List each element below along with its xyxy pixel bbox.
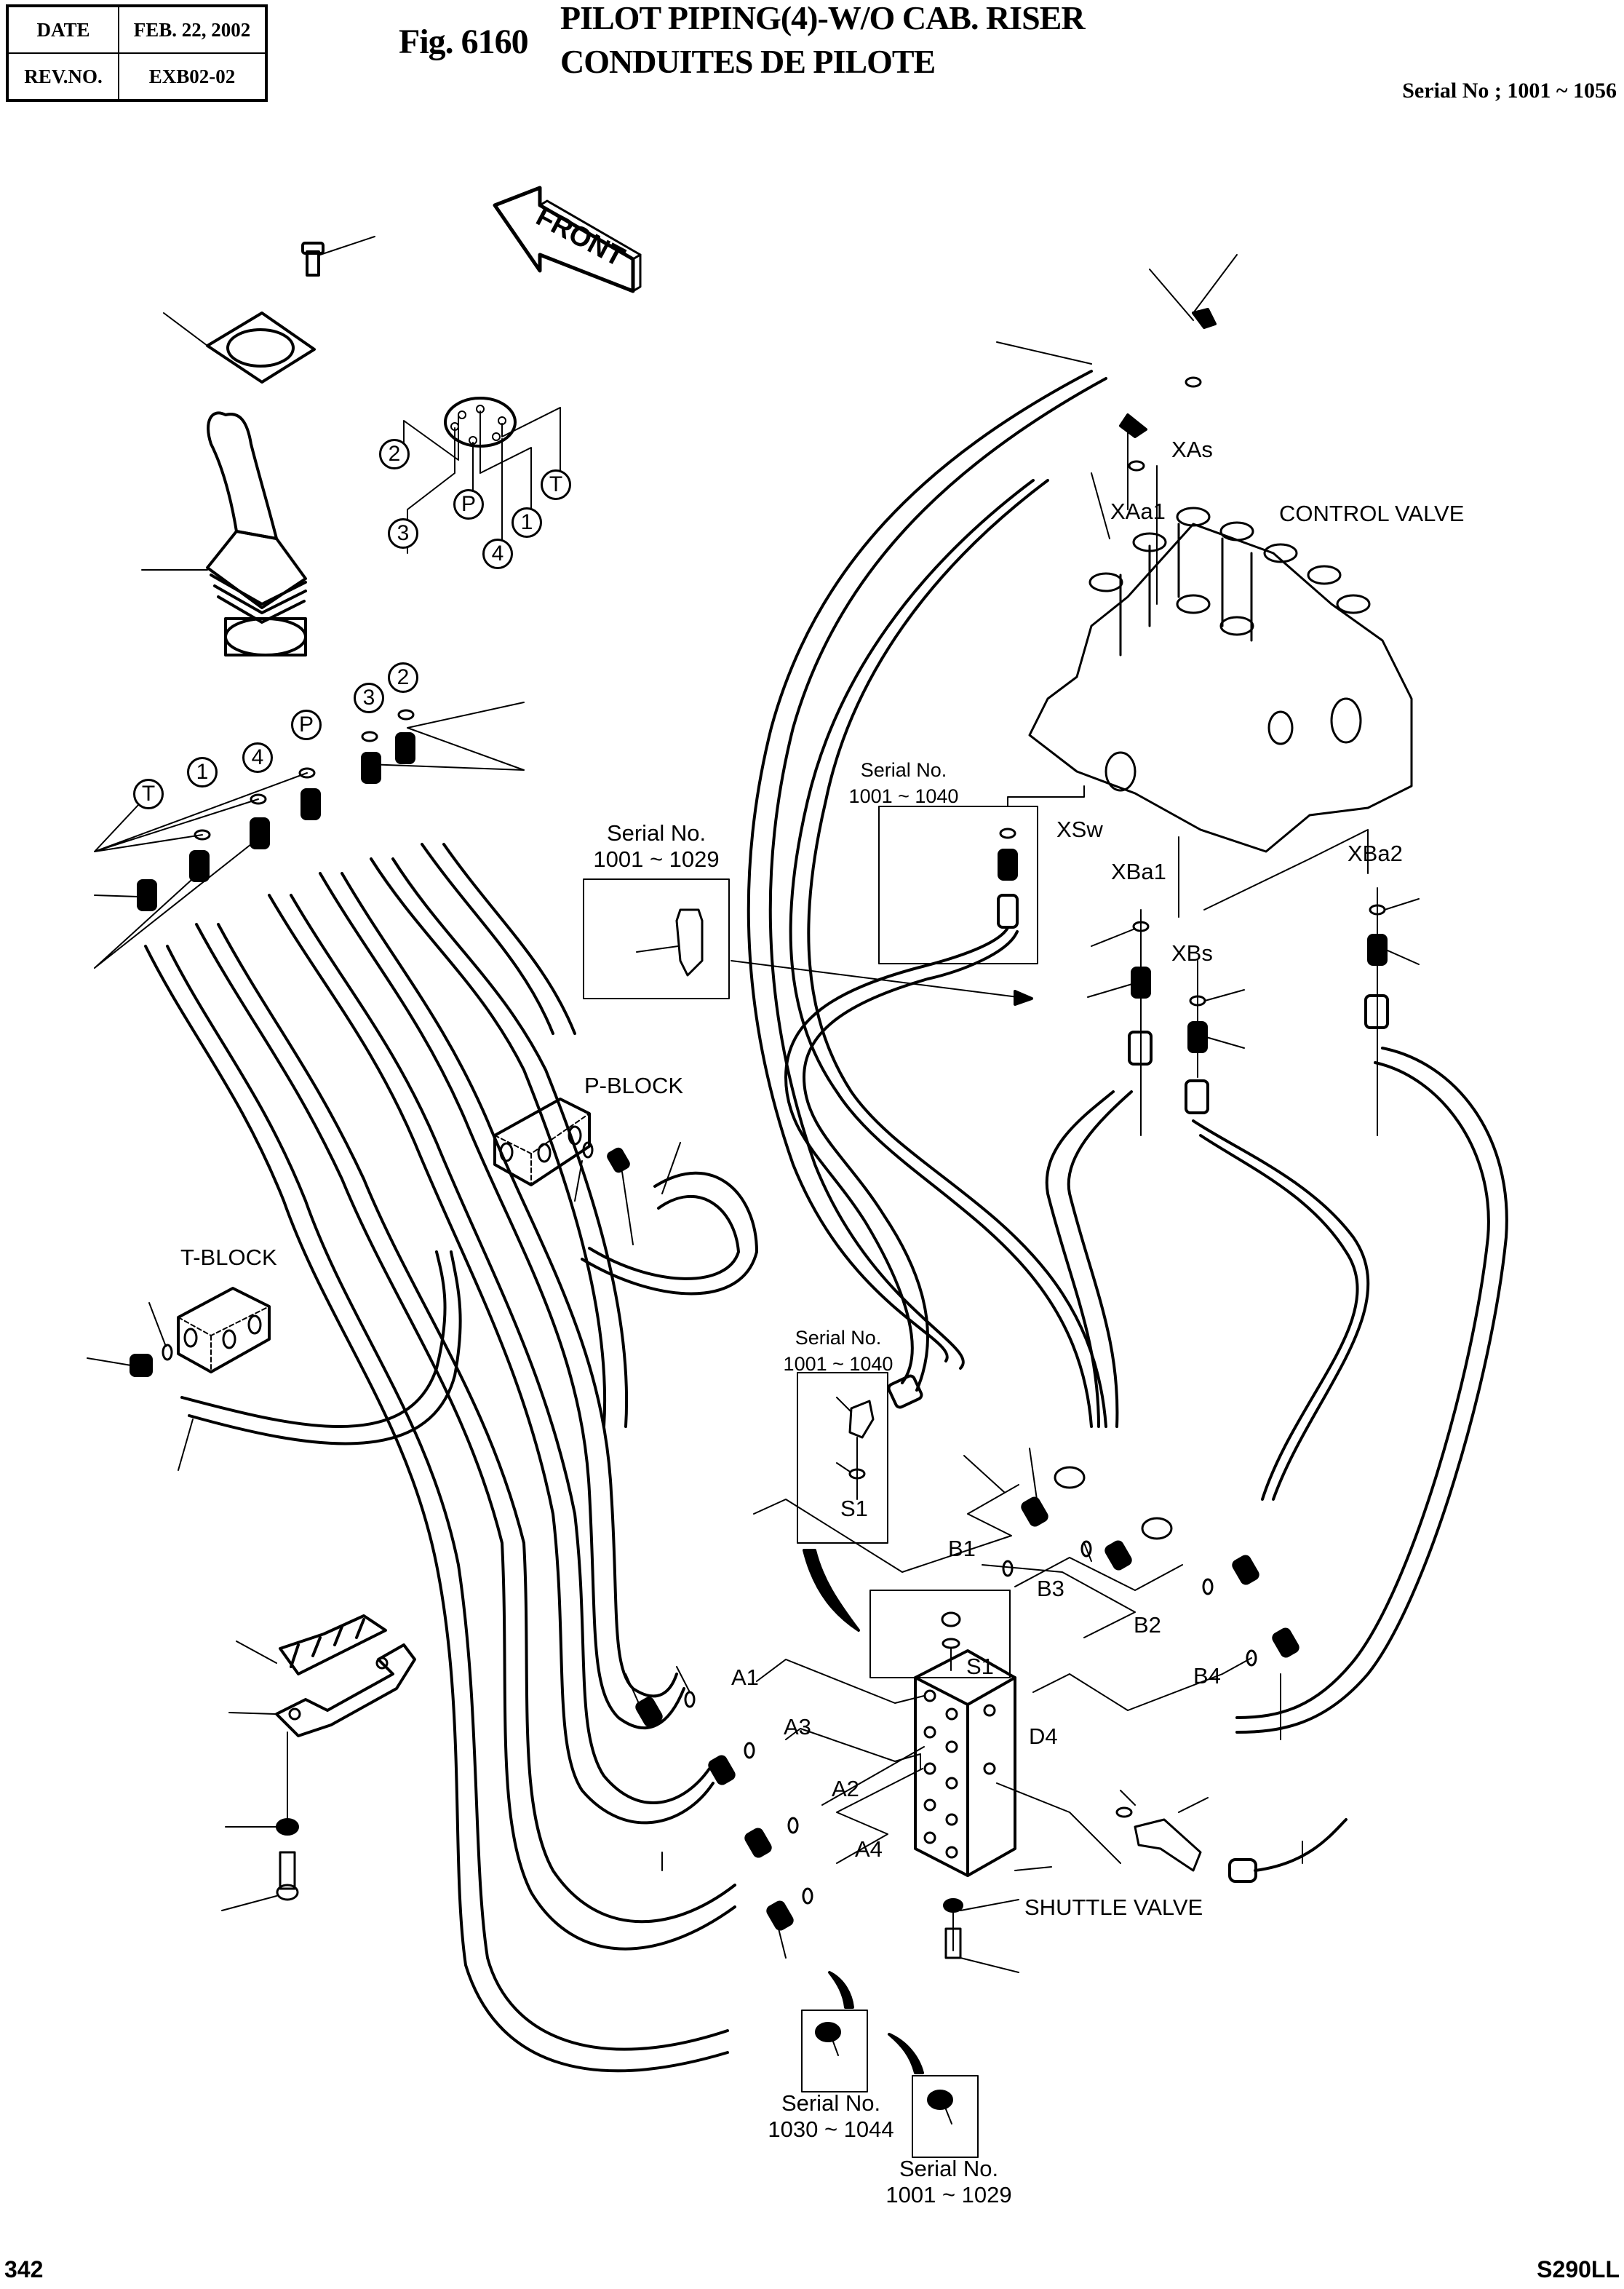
xb-port-fittings	[1087, 887, 1420, 1136]
serial-inset-box-4	[801, 1971, 868, 2092]
port-label-b1: B1	[948, 1536, 976, 1561]
serial-inset-caption-5: Serial No. 1001 ~ 1029	[885, 2156, 1011, 2208]
shuttle-b-fittings	[963, 1448, 1299, 1740]
serial-inset-label: Serial No.	[795, 1327, 882, 1349]
rev-value: EXB02-02	[118, 52, 267, 101]
date-value: FEB. 22, 2002	[118, 5, 267, 54]
front-arrow-icon: FRONT	[493, 186, 642, 293]
port-label-s1: S1	[966, 1654, 994, 1679]
t-block-label: T-BLOCK	[180, 1245, 277, 1270]
joystick-lever-icon	[141, 411, 307, 656]
serial-inset-range: 1001 ~ 1029	[593, 846, 720, 872]
serial-inset-box-5	[888, 2033, 979, 2158]
serial-inset-range: 1030 ~ 1044	[768, 2117, 894, 2142]
port-label-xaa1: XAa1	[1110, 499, 1166, 524]
port-label-a4: A4	[855, 1836, 883, 1862]
page-number: 342	[4, 2256, 44, 2282]
port-label-a1: A1	[731, 1665, 759, 1690]
pilot-fittings-left	[94, 702, 525, 969]
joystick-port-map	[403, 397, 561, 568]
pilot-hose-bundle	[144, 843, 736, 2073]
fitting-callout-2: 2	[388, 662, 418, 693]
serial-inset-label: Serial No.	[899, 2156, 999, 2181]
shuttle-a-fittings	[625, 1666, 813, 1959]
port-label-xba1: XBa1	[1111, 859, 1166, 884]
serial-inset-range: 1001 ~ 1040	[848, 785, 959, 807]
serial-range: Serial No ; 1001 ~ 1056	[1402, 79, 1617, 103]
fitting-callout-3: 3	[354, 683, 384, 713]
p-block-label: P-BLOCK	[584, 1073, 684, 1098]
port-callout-4: 4	[482, 539, 513, 569]
port-callout-p: P	[453, 489, 484, 520]
rev-label: REV.NO.	[7, 52, 119, 101]
serial-inset-caption-1: Serial No. 1001 ~ 1029	[593, 820, 719, 873]
serial-inset-label: Serial No.	[606, 820, 706, 846]
port-callout-3: 3	[388, 518, 418, 549]
port-label-b4: B4	[1193, 1663, 1221, 1689]
fitting-callout-p: P	[291, 710, 322, 740]
control-valve-hoses	[747, 254, 1508, 1734]
shuttle-valve-label: SHUTTLE VALVE	[1024, 1895, 1203, 1920]
serial-inset-range: 1001 ~ 1040	[783, 1353, 893, 1375]
serial-inset-caption-2: Serial No. 1001 ~ 1040	[849, 757, 959, 809]
fitting-callout-1: 1	[187, 757, 218, 788]
port-label-xba2: XBa2	[1348, 841, 1403, 866]
title-english: PILOT PIPING(4)-W/O CAB. RISER	[560, 0, 1086, 36]
serial-inset-label: Serial No.	[781, 2090, 881, 2116]
port-label-xsw: XSw	[1056, 817, 1103, 842]
port-label-xas: XAs	[1171, 437, 1213, 462]
fitting-callout-4: 4	[242, 742, 273, 773]
inset-s1-label: S1	[840, 1496, 868, 1521]
port-label-a2: A2	[832, 1776, 859, 1801]
port-callout-t: T	[541, 469, 571, 500]
serial-inset-label: Serial No.	[860, 759, 947, 781]
revision-table: DATE FEB. 22, 2002 REV.NO. EXB02-02	[6, 4, 268, 102]
port-label-b3: B3	[1037, 1576, 1064, 1601]
hose-clamp-parts	[221, 1614, 416, 1911]
control-valve-icon	[1028, 421, 1413, 918]
joystick-mount-parts	[163, 236, 375, 384]
t-block-icon	[87, 1250, 462, 1471]
fitting-callout-t: T	[133, 779, 164, 809]
date-label: DATE	[7, 5, 119, 54]
port-label-xbs: XBs	[1171, 940, 1213, 966]
serial-inset-caption-4: Serial No. 1030 ~ 1044	[768, 2090, 893, 2143]
serial-inset-box-2	[784, 785, 1085, 1409]
serial-inset-box-3	[797, 1372, 888, 1632]
front-arrow-label: FRONT	[531, 201, 629, 273]
control-valve-label: CONTROL VALVE	[1279, 501, 1465, 526]
port-callout-2: 2	[379, 439, 410, 469]
serial-inset-range: 1001 ~ 1029	[885, 2182, 1012, 2207]
shuttle-port-leaders	[753, 1484, 1252, 1864]
port-label-a3: A3	[784, 1714, 811, 1739]
port-callout-1: 1	[512, 507, 542, 538]
serial-inset-caption-3: Serial No. 1001 ~ 1040	[784, 1325, 893, 1377]
port-label-d4: D4	[1029, 1723, 1058, 1749]
figure-number: Fig. 6160	[399, 23, 529, 61]
d4-fitting	[1115, 1790, 1348, 1883]
p-block-icon	[493, 1098, 758, 1296]
model-name: S290LL	[1537, 2256, 1620, 2282]
title-french: CONDUITES DE PILOTE	[560, 43, 936, 80]
port-label-b2: B2	[1134, 1612, 1161, 1638]
